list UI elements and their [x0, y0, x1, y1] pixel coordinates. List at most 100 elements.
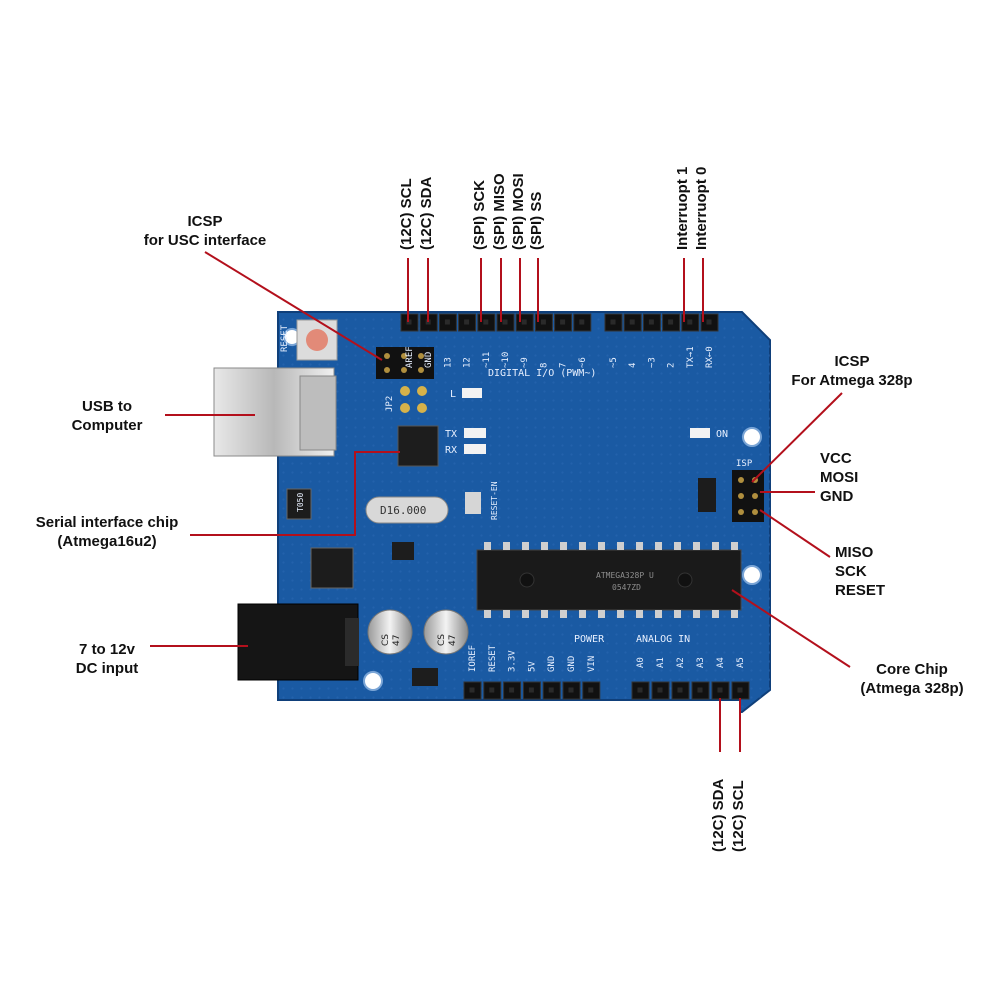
pin-label: 5V: [527, 661, 537, 672]
chip-pin: [503, 610, 510, 618]
pointer-core: [731, 589, 851, 668]
svg-text:47: 47: [448, 635, 458, 646]
chip-pin: [484, 610, 491, 618]
pin-label: 4: [628, 363, 638, 368]
led-l-silk: L: [450, 389, 456, 400]
chip-pin: [693, 542, 700, 550]
led-on-silk: ON: [716, 429, 728, 440]
pin-label: 8: [539, 363, 549, 368]
chip-pin: [579, 610, 586, 618]
svg-text:CS: CS: [437, 634, 447, 646]
pin-label: 3.3V: [508, 650, 518, 672]
vlabel-i2c-sda: (12C) SDA: [418, 176, 435, 250]
chip-pin: [712, 610, 719, 618]
icsp-328-header: [732, 470, 764, 522]
pcb-dot-texture: [278, 312, 770, 712]
pin-label: A2: [676, 657, 686, 668]
dc-jack: [237, 603, 359, 681]
reset-en-pads: [465, 492, 481, 514]
vreg-silk: T050: [296, 493, 305, 512]
pin-label: A3: [696, 657, 706, 668]
atmega16u2-chip: [397, 425, 439, 467]
led-on: [690, 428, 710, 438]
chip-pin: [598, 542, 605, 550]
pin-label: AREF: [405, 346, 415, 368]
pin-label: 7: [559, 363, 569, 368]
vlabel-i2c-scl: (12C) SCL: [398, 178, 415, 250]
pointer-lines: [150, 251, 851, 752]
power-header: [463, 681, 601, 700]
chip-pin: [503, 542, 510, 550]
pointer-serial: [190, 451, 400, 536]
isp-silk: ISP: [736, 459, 753, 469]
chip-silk: 0547ZD: [612, 583, 641, 592]
pin-label: TX→1: [686, 346, 696, 368]
vlabel-int1: Interruopt 1: [674, 166, 691, 250]
smd-part: [698, 478, 716, 512]
capacitor-1: CS 47: [367, 609, 413, 655]
usb-connector-face: [299, 375, 337, 451]
chip-pin: [560, 610, 567, 618]
led-l: [462, 388, 482, 398]
analog-header-silk: ANALOG IN: [636, 634, 690, 645]
chip-mark: [519, 572, 535, 588]
label-core-chip: Core Chip(Atmega 328p): [860, 661, 964, 697]
digital-header: [400, 313, 719, 332]
chip-mark: [677, 572, 693, 588]
svg-text:47: 47: [392, 635, 402, 646]
vlabel-spi-mosi: (SPI) MOSI: [510, 173, 527, 250]
icsp-usb-header: [376, 347, 434, 379]
chip-pin: [598, 610, 605, 618]
vlabel-a5-scl: (12C) SCL: [730, 780, 747, 852]
pin-label: ~3: [647, 357, 657, 368]
pin-label: RX←0: [705, 346, 715, 368]
vlabel-int0: Interruopt 0: [693, 166, 710, 250]
chip-pin: [484, 542, 491, 550]
reset-button-cap: [306, 329, 328, 351]
chip-pin: [636, 542, 643, 550]
reset-silk: RESET: [280, 324, 290, 352]
small-ic: [392, 542, 414, 560]
analog-header: [631, 681, 750, 700]
vlabel-spi-sck: (SPI) SCK: [471, 179, 488, 250]
pin-label: 2: [667, 363, 677, 368]
reset-en-silk: RESET-EN: [490, 481, 499, 520]
pointer-icsp-usb: [204, 251, 383, 361]
chip-pin: [541, 542, 548, 550]
chip-pin: [693, 610, 700, 618]
digital-header-silk: DIGITAL I/O (PWM~): [488, 368, 596, 379]
pointer-icsp-328: [751, 392, 843, 483]
pin-label: GND: [567, 656, 577, 672]
jp2-silk: JP2: [385, 396, 395, 412]
voltage-regulator: [286, 488, 312, 520]
label-serial-chip: Serial interface chip(Atmega16u2): [35, 514, 179, 550]
regulator-2: [310, 547, 354, 589]
pin-label: 13: [443, 357, 453, 368]
pin-label: RESET: [488, 644, 498, 672]
chip-pin: [617, 610, 624, 618]
crystal: [365, 496, 449, 524]
chip-pin: [655, 610, 662, 618]
capacitor-2: CS 47: [423, 609, 469, 655]
chip-pin: [522, 542, 529, 550]
chip-pin: [674, 610, 681, 618]
dc-jack-slot: [345, 618, 359, 666]
mount-hole: [742, 565, 762, 585]
pin-label: GND: [547, 656, 557, 672]
power-header-silk: POWER: [574, 634, 605, 645]
chip-pin: [560, 542, 567, 550]
pointer-icsp-pins-bottom: [759, 509, 831, 558]
pin-label: GND: [424, 352, 434, 368]
vlabel-spi-ss: (SPI) SS: [528, 191, 545, 250]
chip-pin: [674, 542, 681, 550]
pin-label: ~10: [501, 352, 511, 368]
svg-text:CS: CS: [381, 634, 391, 646]
pin-label: ~11: [482, 352, 492, 368]
